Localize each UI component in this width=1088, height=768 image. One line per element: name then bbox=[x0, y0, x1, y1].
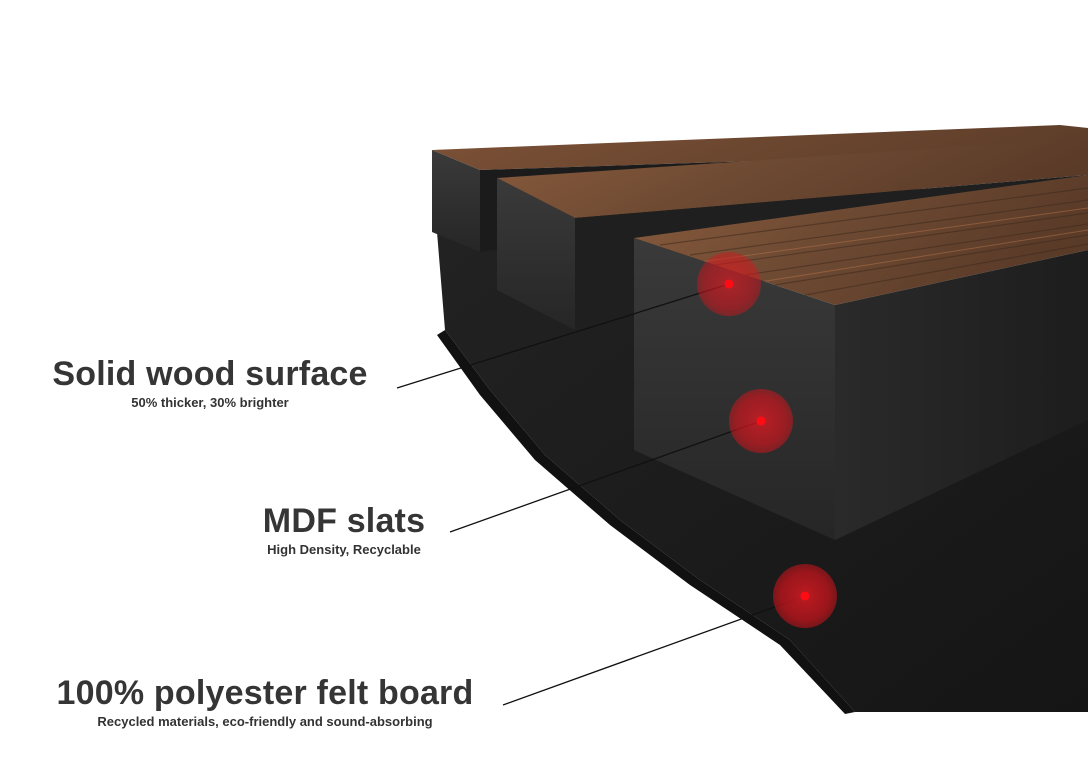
callout-lines bbox=[396, 283, 806, 706]
callout-subtitle: Recycled materials, eco-friendly and sou… bbox=[97, 714, 433, 729]
callout-line-wood bbox=[396, 283, 730, 389]
marker-wood bbox=[697, 252, 761, 316]
callout-line-felt bbox=[502, 595, 806, 706]
callout-mdf-slats: MDF slats High Density, Recyclable bbox=[224, 502, 464, 557]
callout-title: MDF slats bbox=[262, 502, 426, 540]
callout-subtitle: 50% thicker, 30% brighter bbox=[131, 395, 289, 410]
callout-solid-wood: Solid wood surface 50% thicker, 30% brig… bbox=[30, 355, 390, 410]
callout-title: Solid wood surface bbox=[52, 355, 368, 393]
marker-felt bbox=[773, 564, 837, 628]
callout-line-mdf bbox=[449, 420, 762, 533]
callout-subtitle: High Density, Recyclable bbox=[267, 542, 421, 557]
callout-felt-board: 100% polyester felt board Recycled mater… bbox=[30, 674, 500, 729]
marker-mdf bbox=[729, 389, 793, 453]
callout-title: 100% polyester felt board bbox=[56, 674, 474, 712]
